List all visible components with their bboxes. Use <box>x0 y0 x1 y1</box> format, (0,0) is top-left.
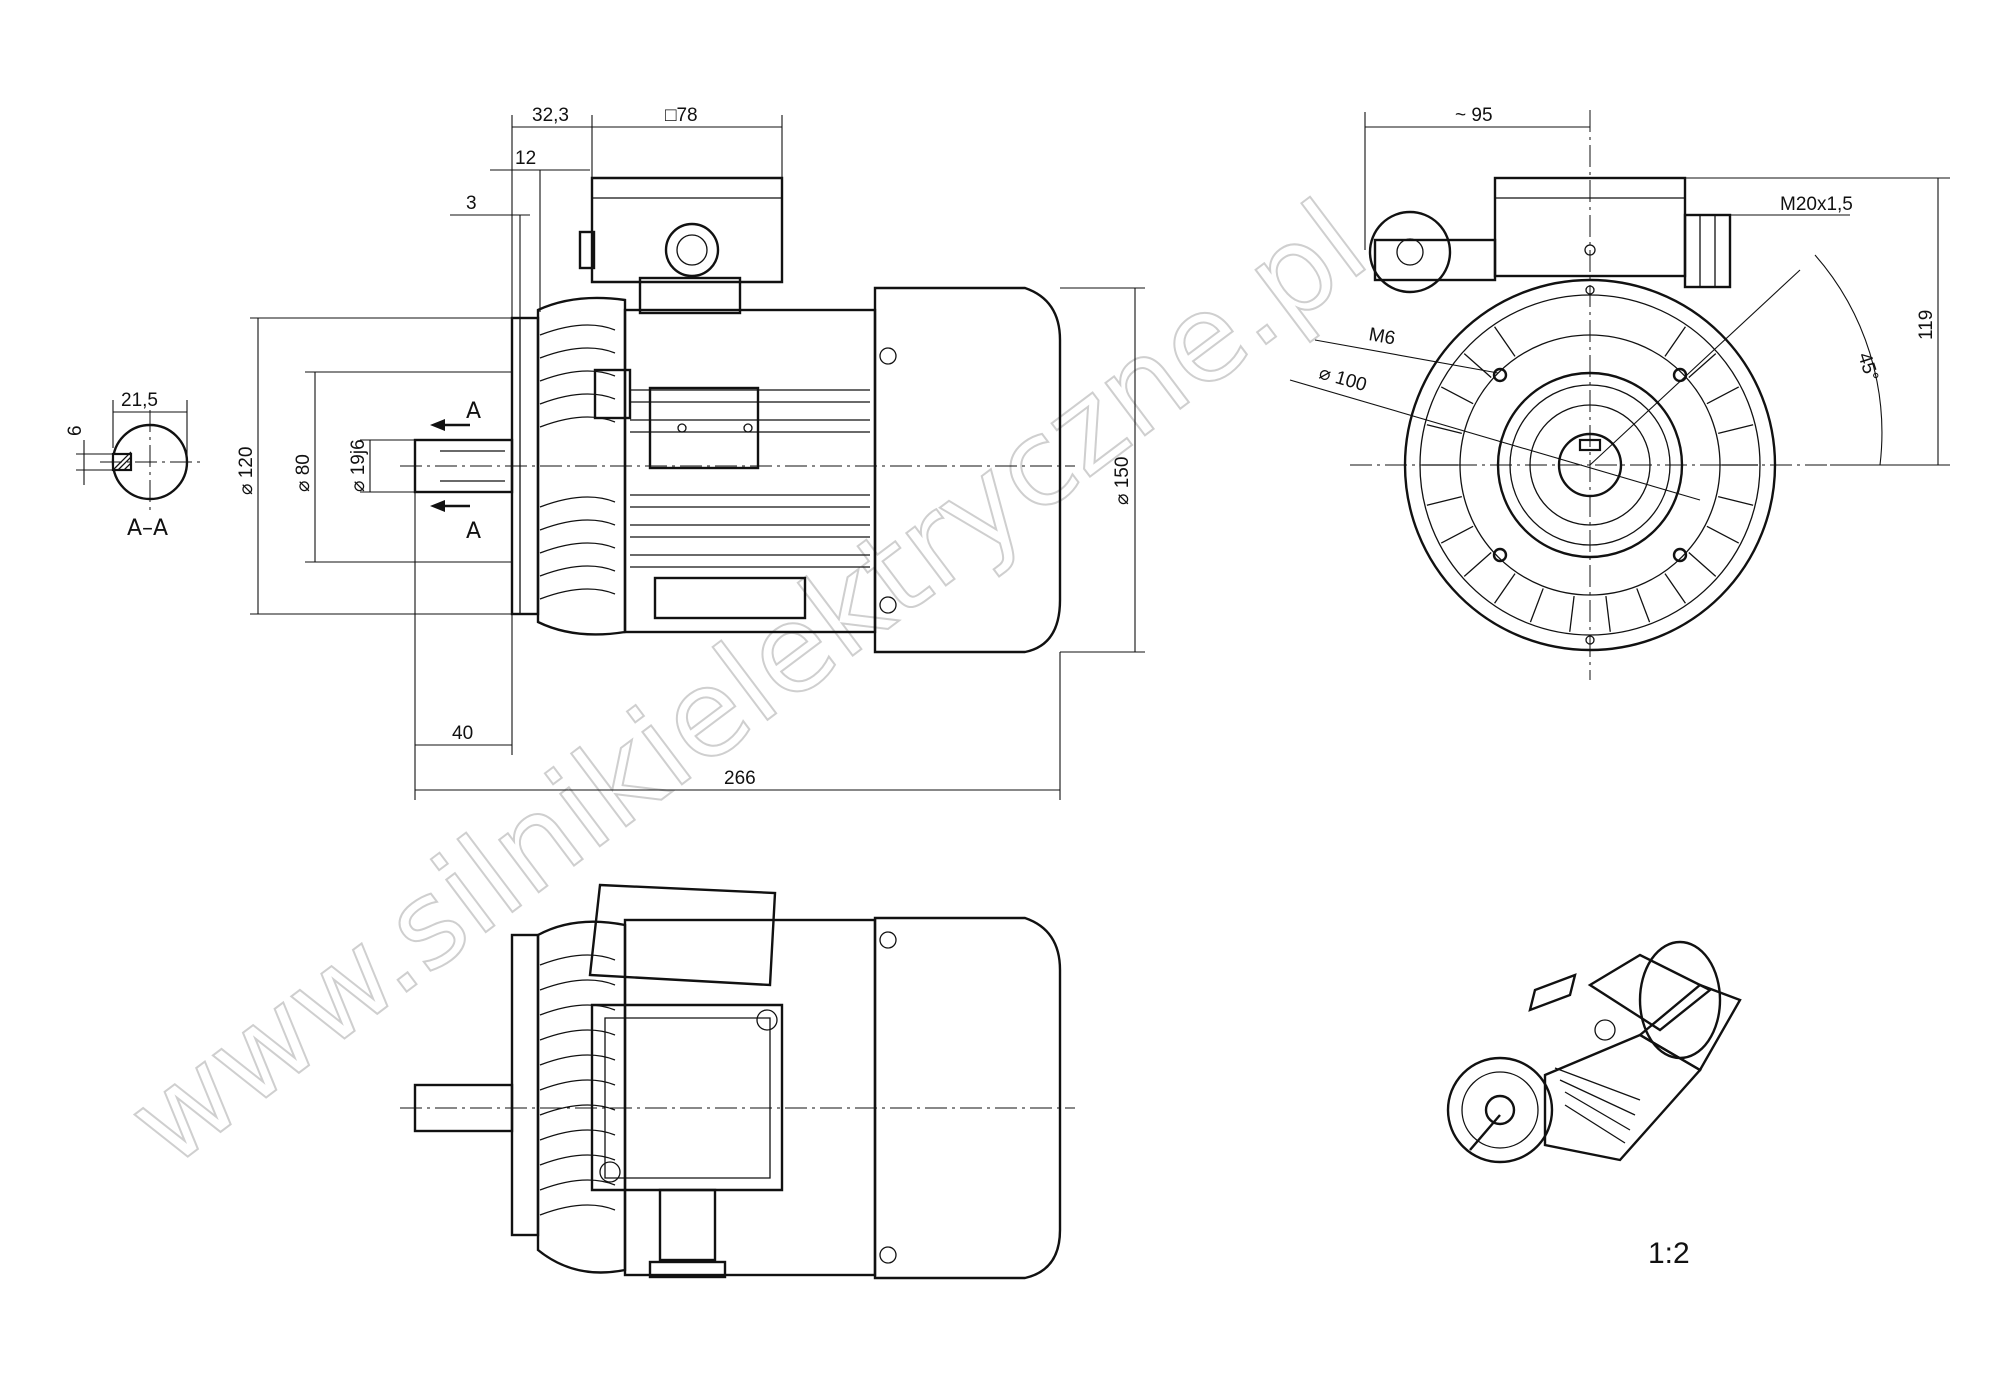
end-view-fins <box>1422 326 1758 632</box>
end-view-fin <box>1664 326 1686 357</box>
end-view-fin <box>1569 595 1575 632</box>
section-label: A–A <box>127 516 168 541</box>
end-view-fin <box>1718 495 1754 506</box>
end-view-fin <box>1688 552 1717 577</box>
side-view-motor <box>400 176 1075 654</box>
end-view-fin <box>1463 552 1492 577</box>
dim-150-label: ⌀ 150 <box>1112 457 1133 505</box>
side-view-dimensions <box>250 115 1145 800</box>
end-view-fin <box>1605 595 1611 632</box>
end-view-fin <box>1706 386 1740 405</box>
dim-32-3-label: 32,3 <box>532 105 569 126</box>
dim-95-label: ~ 95 <box>1455 105 1493 126</box>
dim-6-label: 6 <box>65 425 86 436</box>
dim-19j6-label: ⌀ 19j6 <box>348 439 369 492</box>
dim-45-label: 45° <box>1853 350 1882 384</box>
section-marker-top: A <box>466 399 481 424</box>
section-a-a-view <box>76 400 200 510</box>
dim-m6-label: M6 <box>1367 324 1397 349</box>
scale-label: 1:2 <box>1648 1237 1690 1270</box>
dim-40-label: 40 <box>452 723 473 744</box>
top-view-motor <box>400 883 1075 1280</box>
dim-119-label: 119 <box>1916 310 1937 340</box>
watermark: www.silnikielektryczne.pl <box>104 175 1392 1193</box>
end-view-fin <box>1463 353 1492 378</box>
end-view-fin <box>1440 386 1474 405</box>
end-view-fin <box>1664 573 1686 604</box>
dim-120-label: ⌀ 120 <box>236 447 257 495</box>
dim-3-label: 3 <box>466 193 477 214</box>
dim-266-label: 266 <box>724 768 756 789</box>
end-view-fin <box>1529 588 1544 623</box>
end-view-fin <box>1494 573 1516 604</box>
end-view-fin <box>1494 326 1516 357</box>
section-marker-bottom: A <box>466 519 481 544</box>
end-view-fin <box>1636 588 1651 623</box>
dim-m20-label: M20x1,5 <box>1780 194 1853 215</box>
dim-80-label: ⌀ 80 <box>293 454 314 492</box>
dim-21-5-label: 21,5 <box>121 390 158 411</box>
end-view-fin <box>1718 424 1754 435</box>
isometric-view <box>1446 940 1742 1164</box>
dim-100-label: ⌀ 100 <box>1317 363 1369 397</box>
end-view-fin <box>1706 525 1740 544</box>
front-view-dimensions <box>1289 112 1950 501</box>
end-view-fin <box>1426 495 1462 506</box>
dim-sq78-label: □78 <box>665 105 698 126</box>
section-markers <box>430 419 470 512</box>
end-view-fin <box>1440 525 1474 544</box>
dim-12-label: 12 <box>515 148 536 169</box>
end-view-fin <box>1688 353 1717 378</box>
front-view-motor <box>1350 110 1830 680</box>
end-view-fin <box>1426 424 1462 435</box>
